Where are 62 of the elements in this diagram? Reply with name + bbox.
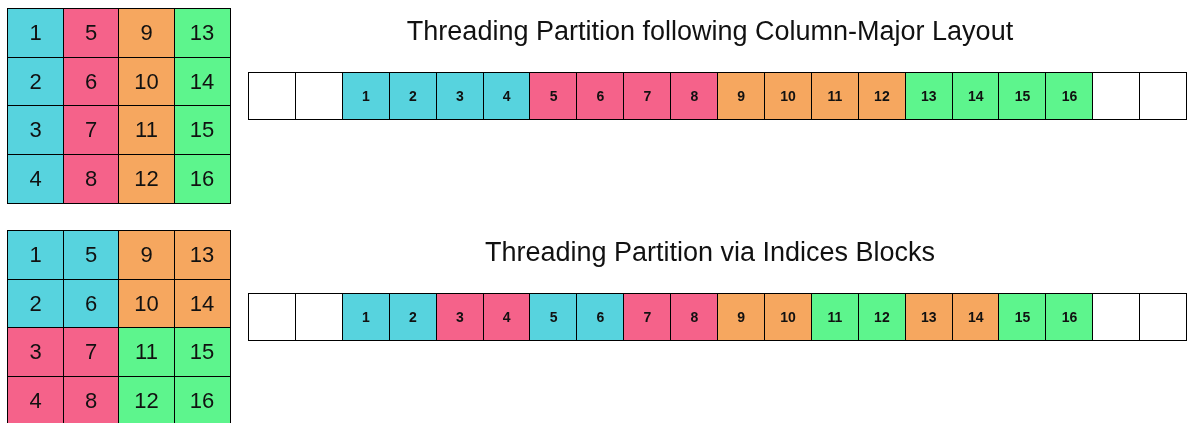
array-element: 13 [904, 72, 953, 120]
array-element: 8 [670, 293, 719, 341]
matrix-cell: 2 [7, 278, 64, 329]
matrix-cell: 3 [7, 327, 64, 377]
array-element: 9 [717, 293, 766, 341]
array-element: 5 [529, 293, 578, 341]
array-element: 1 [341, 293, 391, 341]
heading: Threading Partition via Indices Blocks [484, 237, 936, 268]
matrix-cell: 16 [173, 375, 231, 423]
array-element: 14 [951, 293, 1000, 341]
matrix-cell: 7 [62, 105, 120, 155]
array-element: 5 [529, 72, 578, 120]
matrix-cell: 14 [173, 56, 231, 107]
matrix-cell: 11 [118, 327, 175, 377]
array-element: 6 [576, 72, 625, 120]
array-element: 12 [857, 293, 907, 341]
matrix-cell: 15 [173, 105, 231, 155]
array-element: 15 [998, 293, 1047, 341]
array-element: 16 [1045, 293, 1094, 341]
matrix-cell: 1 [7, 230, 64, 280]
matrix-cell: 15 [173, 327, 231, 377]
array-element: 11 [810, 72, 860, 120]
matrix-cell: 10 [118, 278, 175, 329]
matrix-cell: 12 [118, 153, 175, 204]
matrix-cell: 9 [118, 230, 175, 280]
array-element: 15 [998, 72, 1047, 120]
matrix-cell: 16 [173, 153, 231, 204]
array-element: 4 [482, 72, 531, 120]
matrix-cell: 3 [7, 105, 64, 155]
array-element: 2 [388, 293, 438, 341]
matrix-cell: 2 [7, 56, 64, 107]
array-element: 13 [904, 293, 953, 341]
array-element: 4 [482, 293, 531, 341]
array-element: 7 [623, 72, 672, 120]
array-element: 7 [623, 293, 672, 341]
array-element: 2 [388, 72, 438, 120]
matrix-cell: 13 [173, 230, 231, 280]
matrix-cell: 4 [7, 375, 64, 423]
matrix-cell: 4 [7, 153, 64, 204]
array-element: 1 [341, 72, 391, 120]
matrix-cell: 12 [118, 375, 175, 423]
array-element: 12 [857, 72, 907, 120]
matrix-cell: 5 [62, 230, 120, 280]
matrix-cell: 10 [118, 56, 175, 107]
matrix-cell: 14 [173, 278, 231, 329]
matrix-cell: 9 [118, 8, 175, 58]
array-element: 8 [670, 72, 719, 120]
array-element: 9 [717, 72, 766, 120]
array-element: 14 [951, 72, 1000, 120]
matrix-cell: 1 [7, 8, 64, 58]
matrix-cell: 13 [173, 8, 231, 58]
array-element: 16 [1045, 72, 1094, 120]
heading: Threading Partition following Column-Major Layout [406, 16, 1014, 47]
matrix-cell: 11 [118, 105, 175, 155]
array-element: 11 [810, 293, 860, 341]
array-element: 6 [576, 293, 625, 341]
matrix-cell: 7 [62, 327, 120, 377]
array-element: 3 [435, 72, 484, 120]
matrix-cell: 5 [62, 8, 120, 58]
array-element: 10 [763, 72, 813, 120]
array-element: 10 [763, 293, 813, 341]
array-element: 3 [435, 293, 484, 341]
